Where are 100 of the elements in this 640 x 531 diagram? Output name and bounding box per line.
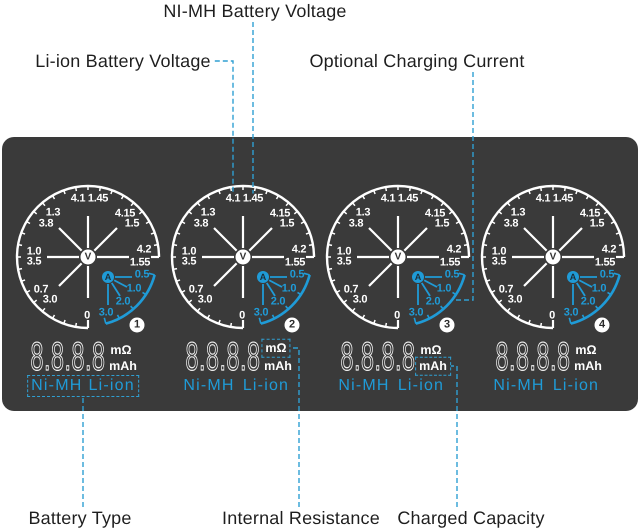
scale-value: 4.1 <box>70 194 86 204</box>
current-value: 3.0 <box>408 308 424 318</box>
current-value: 0.5 <box>444 270 460 280</box>
current-value: 1.0 <box>436 284 452 294</box>
scale-value: 1.55 <box>130 258 150 268</box>
scale-value: 4.1 <box>536 194 550 204</box>
battery-type-label: Ni-MH <box>338 378 390 394</box>
scale-value: 1.5 <box>434 218 450 230</box>
segment-readout: 8.8.8.8 <box>30 341 106 373</box>
callout-label: Optional Charging Current <box>305 50 529 72</box>
unit-label: mΩ <box>420 344 442 356</box>
highlight-frame <box>415 356 451 376</box>
scale-value: 1.3 <box>46 208 60 218</box>
scale-value: 0.7 <box>34 284 48 296</box>
unit-label: mAh <box>109 360 137 372</box>
scale-value: 3.5 <box>26 256 42 268</box>
scale-value: 0.7 <box>498 284 514 296</box>
callout-label: Charged Capacity <box>393 507 549 529</box>
scale-value: 1.5 <box>590 218 604 230</box>
scale-value: 3.5 <box>492 256 506 268</box>
scale-value: 4.2 <box>292 244 306 256</box>
scale-value: 3.5 <box>336 256 352 268</box>
scale-value: 3.0 <box>352 294 368 306</box>
current-value: 3.0 <box>564 308 578 318</box>
scale-value: 0.7 <box>344 284 358 296</box>
battery-type-label: Li-ion <box>88 378 135 394</box>
current-value: 1.0 <box>282 284 296 294</box>
current-value: 2.0 <box>580 296 596 308</box>
scale-value: 3.0 <box>42 294 58 306</box>
battery-type-label: Li-ion <box>242 378 290 394</box>
current-value: 3.0 <box>254 308 268 318</box>
scale-value: 4.15 <box>270 208 290 220</box>
scale-value: 1.3 <box>200 208 216 218</box>
scale-value: 0 <box>394 310 400 322</box>
current-value: 0.5 <box>600 270 614 280</box>
callout-label: Battery Type <box>24 507 136 529</box>
scale-value: 1.3 <box>510 208 526 218</box>
scale-value: 1.55 <box>284 258 306 268</box>
current-value: 2.0 <box>116 296 130 308</box>
current-value: 0.5 <box>290 270 304 280</box>
unit-label: mAh <box>419 360 447 372</box>
battery-type-label: Li-ion <box>552 378 600 394</box>
scale-value: 1.45 <box>398 194 418 204</box>
callout-label: Internal Resistance <box>218 507 384 529</box>
scale-value: 1.0 <box>336 246 352 258</box>
leader-line <box>450 365 458 507</box>
scale-value: 0 <box>549 310 555 322</box>
leader-line <box>290 347 300 507</box>
unit-label: mΩ <box>575 344 597 356</box>
segment-readout: 8.8.8.8 <box>496 341 570 373</box>
battery-type-label: Li-ion <box>398 378 444 394</box>
current-value: 2.0 <box>426 296 440 308</box>
scale-value: 3.8 <box>194 218 208 230</box>
scale-value: 0 <box>239 310 245 322</box>
leader-line <box>214 60 234 194</box>
scale-value: 1.5 <box>280 218 294 230</box>
segment-readout: 8.8.8.8 <box>340 341 416 373</box>
segment-readout: 8.8.8.8 <box>186 341 260 373</box>
current-value: 3.0 <box>98 308 114 318</box>
unit-label: mΩ <box>265 342 287 354</box>
unit-label: mΩ <box>110 344 132 356</box>
callout-label: NI-MH Battery Voltage <box>159 0 351 22</box>
scale-value: 4.15 <box>424 208 446 220</box>
scale-value: 1.0 <box>492 246 506 258</box>
scale-value: 1.45 <box>552 194 574 204</box>
scale-value: 0.7 <box>188 284 204 296</box>
scale-value: 1.5 <box>124 218 140 230</box>
scale-value: 1.0 <box>182 246 196 258</box>
scale-value: 3.0 <box>198 294 212 306</box>
scale-value: 3.8 <box>38 218 54 230</box>
scale-value: 4.15 <box>114 208 136 220</box>
leader-line <box>452 72 474 301</box>
scale-value: 1.55 <box>594 258 616 268</box>
scale-value: 1.45 <box>88 194 108 204</box>
highlight-frame <box>27 375 139 397</box>
battery-type-label: Ni-MH <box>493 378 545 394</box>
current-value: 0.5 <box>134 270 150 280</box>
battery-type-label: Ni-MH <box>183 378 235 394</box>
scale-value: 4.2 <box>446 244 462 256</box>
scale-value: 1.45 <box>242 194 264 204</box>
scale-value: 1.55 <box>440 258 460 268</box>
scale-value: 4.2 <box>602 244 616 256</box>
unit-label: mAh <box>574 360 602 372</box>
scale-value: 4.1 <box>380 194 396 204</box>
battery-type-label: Ni-MH <box>31 378 82 394</box>
leader-line <box>252 22 254 194</box>
scale-value: 3.8 <box>504 218 518 230</box>
scale-value: 4.1 <box>226 194 240 204</box>
scale-value: 4.15 <box>580 208 600 220</box>
scale-value: 3.0 <box>508 294 522 306</box>
scale-value: 1.3 <box>356 208 370 218</box>
scale-value: 4.2 <box>136 244 152 256</box>
callout-label: Li-ion Battery Voltage <box>31 50 215 72</box>
scale-value: 3.8 <box>348 218 364 230</box>
unit-label: mAh <box>264 360 292 372</box>
current-value: 1.0 <box>592 284 606 294</box>
current-value: 2.0 <box>270 296 286 308</box>
scale-value: 1.0 <box>26 246 42 258</box>
scale-value: 0 <box>84 310 90 322</box>
highlight-frame <box>261 338 291 358</box>
